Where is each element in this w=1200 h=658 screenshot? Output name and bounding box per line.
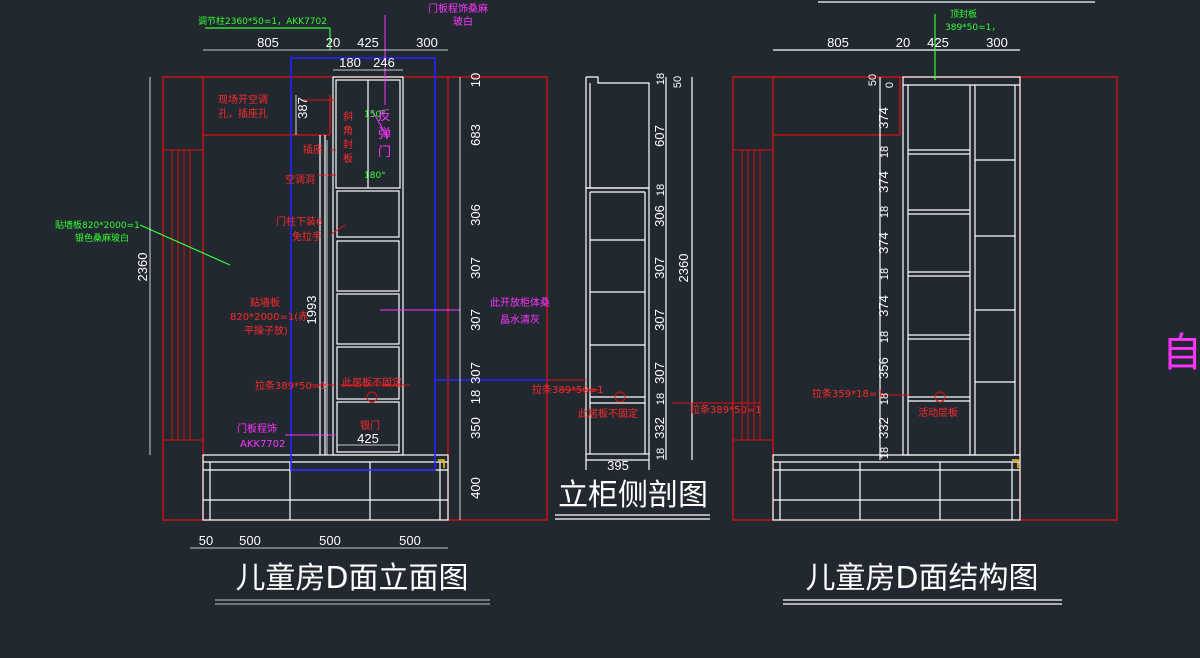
elev-dim-right-8: 400 — [468, 477, 483, 499]
struct-dim-left-3: 18 — [879, 146, 891, 158]
elev-note-door-pull2: 免拉手 — [292, 230, 322, 243]
struct-dim-left-4: 374 — [876, 171, 891, 193]
elev-note-flip-door2: 弹 — [378, 127, 391, 142]
elev-note-panel1: 贴墙板 — [250, 296, 280, 309]
elev-note-wall-panel2: 银色桑麻玻白 — [75, 232, 129, 244]
section-dim-6: 307 — [652, 309, 667, 331]
struct-dim-left-8: 374 — [876, 295, 891, 317]
struct-note-top2: 389*50=1， — [945, 23, 1000, 33]
elev-dim-top-2: 425 — [357, 35, 379, 50]
structure-view: 805 20 425 300 顶封板 389*50=1， 50 0 374 18… — [732, 1, 1118, 605]
elev-note-hinge2: 角 — [343, 125, 353, 137]
elev-note-flip-door: 反 — [378, 109, 391, 124]
elev-note-door-pull: 门柱下装6 — [276, 215, 322, 228]
struct-dim-left-5: 18 — [879, 206, 891, 218]
elev-note-flip-door3: 门 — [378, 145, 391, 160]
section-dim-2: 607 — [652, 125, 667, 147]
struct-dim-top-0: 805 — [827, 35, 849, 50]
section-dim-10: 18 — [655, 448, 667, 460]
struct-dim-left-0: 50 — [867, 74, 879, 86]
elev-note-panel3: 平操子放) — [244, 324, 288, 337]
elev-dim-height-upper: 387 — [295, 97, 310, 119]
section-dim-0: 18 — [655, 73, 667, 85]
elev-dim-right-3: 307 — [468, 257, 483, 279]
struct-note-shelf: 活动层板 — [918, 406, 958, 419]
struct-dim-left-2: 374 — [876, 107, 891, 129]
struct-dim-left-1: 0 — [884, 82, 896, 88]
struct-dim-left-7: 18 — [879, 268, 891, 280]
elevation-view: 805 20 425 300 180 246 2360 1993 387 10 … — [55, 2, 550, 605]
elev-dim-top-1: 20 — [326, 35, 340, 50]
section-dim-5: 307 — [652, 257, 667, 279]
elev-note-ac-hole: 现场开空调 — [218, 93, 268, 106]
elev-dim-top-3: 300 — [416, 35, 438, 50]
elev-note-ac-hole2: 孔，插座孔 — [218, 107, 268, 120]
elev-dim-bottom-0: 50 — [199, 533, 213, 548]
elev-note-wall-panel: 贴墙板820*2000=1 — [55, 219, 140, 231]
elev-dim-sub-0: 180 — [339, 55, 361, 70]
elev-dim-top-0: 805 — [257, 35, 279, 50]
elev-dim-sub-1: 246 — [373, 55, 395, 70]
elev-dim-bottom-2: 500 — [319, 533, 341, 548]
section-title: 立柜侧剖图 — [558, 478, 708, 513]
section-dim-7: 307 — [652, 362, 667, 384]
elev-dim-right-1: 683 — [468, 124, 483, 146]
struct-dim-top-1: 20 — [896, 35, 910, 50]
section-dim-9: 332 — [652, 417, 667, 439]
section-dim-width: 395 — [607, 458, 629, 473]
elev-note-hinge3: 封 — [343, 138, 353, 151]
elev-note-angle2: 180° — [364, 171, 386, 181]
elev-note-door-material: 门板程饰桑麻 — [428, 2, 488, 15]
struct-dim-left-10: 356 — [876, 357, 891, 379]
elev-dim-right-6: 18 — [468, 390, 483, 404]
elev-dim-right-0: 10 — [468, 73, 483, 87]
elev-dim-right-2: 306 — [468, 204, 483, 226]
elev-note-door-material2: 玻白 — [453, 15, 473, 28]
struct-note-bar: 拉条359*18=1 — [812, 387, 884, 400]
elev-dim-bottom-3: 500 — [399, 533, 421, 548]
struct-dim-left-12: 332 — [876, 417, 891, 439]
elev-note-angle1: 150° — [364, 110, 386, 120]
edge-cut-character: 自 — [1162, 330, 1200, 376]
section-note-bar: 拉条389*50=1 — [532, 383, 604, 396]
elev-dim-right-4: 307 — [468, 309, 483, 331]
section-dim-height-total: 2360 — [676, 254, 691, 283]
section-note-shelf: 此居板不固定 — [578, 407, 638, 420]
elev-dim-height-inner: 1993 — [304, 296, 319, 325]
elev-dim-bottom-1: 500 — [239, 533, 261, 548]
struct-dim-left-13: 18 — [879, 447, 891, 459]
elev-dim-door-width: 425 — [357, 431, 379, 446]
elev-note-door-label: 银门 — [360, 419, 380, 432]
struct-dim-left-6: 374 — [876, 232, 891, 254]
elev-dim-right-7: 350 — [468, 417, 483, 439]
elev-note-top-panel: 调节柱2360*50=1，AKK7702 — [198, 15, 327, 27]
elevation-title: 儿童房D面立面图 — [235, 561, 468, 596]
elev-note-door-frame2: AKK7702 — [240, 439, 285, 450]
elev-note-ac-unit: 空调洞 — [285, 173, 315, 186]
section-view: 395 2360 18 50 607 18 306 307 307 307 18… — [532, 73, 762, 520]
elev-note-open-cabinet: 此开放柜体桑 — [490, 296, 550, 309]
elev-note-socket: 插座 — [303, 143, 323, 156]
elev-note-bar: 拉条389*50=1 — [255, 379, 327, 392]
section-dim-3: 18 — [655, 184, 667, 196]
elev-note-shelf-fixed: 此居板不固定 — [342, 376, 402, 389]
elev-dim-height-total: 2360 — [135, 253, 150, 282]
elev-note-hinge1: 斜 — [343, 110, 353, 123]
elev-dim-right-5: 307 — [468, 362, 483, 384]
struct-dim-top-2: 425 — [927, 35, 949, 50]
struct-dim-left-9: 18 — [879, 331, 891, 343]
struct-dim-top-3: 300 — [986, 35, 1008, 50]
section-dim-4: 306 — [652, 205, 667, 227]
elev-note-hinge4: 板 — [343, 152, 353, 165]
struct-dim-left-11: 18 — [879, 393, 891, 405]
section-note-bar2: 拉条389*50=1 — [690, 403, 762, 416]
section-dim-1: 50 — [672, 76, 684, 88]
structure-title: 儿童房D面结构图 — [805, 561, 1038, 596]
elev-note-open-cabinet2: 晶水清灰 — [500, 313, 540, 326]
struct-note-top: 顶封板 — [950, 8, 977, 20]
section-dim-8: 18 — [655, 393, 667, 405]
elev-note-door-frame: 门板程饰 — [237, 422, 277, 435]
elev-note-panel2: 820*2000=1(赤 — [230, 311, 308, 323]
